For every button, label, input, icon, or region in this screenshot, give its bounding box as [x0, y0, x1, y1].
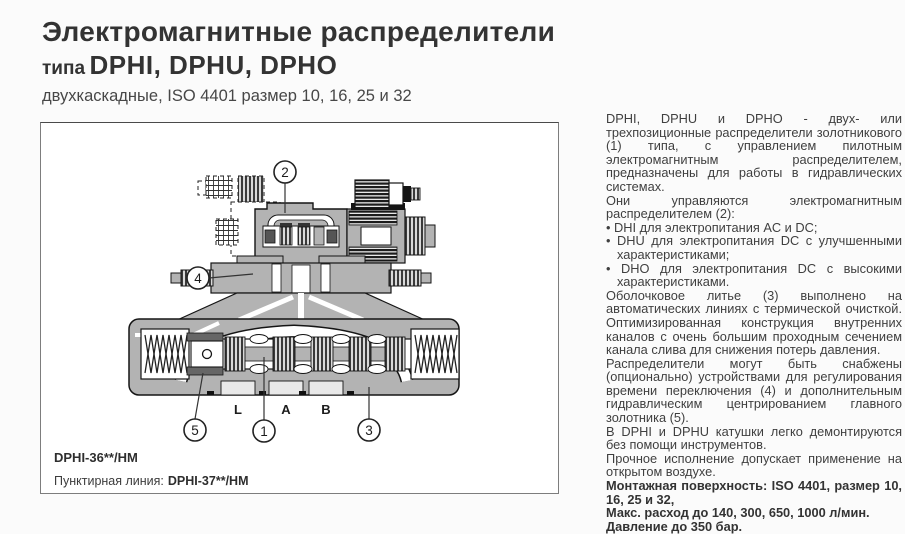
spec-mounting-surface: Монтажная поверхность: ISO 4401, размер …: [606, 478, 902, 507]
main-valve-body: [128, 318, 460, 396]
electrical-connector: [354, 179, 421, 209]
hydraulic-centering-device: [186, 332, 224, 376]
figure-box: L A B 2 4 5 1 3 DPHI-36**/HM Пунктирная …: [40, 122, 559, 494]
callout-4-number: 4: [194, 271, 202, 286]
valve-neck: [174, 292, 428, 323]
list-item: DHU для электропитания DC с улучшенными …: [606, 234, 902, 261]
port-label-a: A: [281, 402, 291, 417]
callouts: 2 4 5 1 3: [183, 160, 381, 443]
callout-5-badge: [183, 418, 207, 442]
callout-3-number: 3: [365, 423, 373, 438]
callout-5-number: 5: [191, 423, 199, 438]
subtitle-prefix: типа: [42, 58, 86, 79]
callout-3-badge: [357, 418, 381, 442]
description-paragraph: Прочное исполнение допускает применение …: [606, 450, 902, 480]
document-header: Электромагнитные распределители типа DPH…: [42, 16, 602, 107]
caption-dashed-value: DPHI-37**/HM: [167, 474, 249, 488]
pilot-types-list: DHI для электропитания AC и DC; DHU для …: [606, 221, 902, 289]
caption-dashed-label: Пунктирная линия:: [54, 474, 164, 488]
list-item: DHO для электропитания DC с высокими хар…: [606, 261, 902, 289]
callout-2-badge: [273, 160, 297, 184]
port-label-l: L: [234, 402, 242, 417]
description-paragraph: Распределители могут быть снабжены (опци…: [606, 355, 902, 426]
mounting-face-ports: [207, 380, 354, 396]
right-spring: [414, 334, 458, 374]
caption-model: DPHI-36**/HM: [54, 450, 138, 465]
spec-max-pressure: Давление до 350 бар.: [606, 518, 743, 534]
solenoid-coil-section: [346, 203, 436, 264]
subtitle-note: двухкаскадные, ISO 4401 размер 10, 16, 2…: [42, 87, 412, 105]
page-subtitle: типа DPHI, DPHU, DPHO: [42, 50, 602, 85]
caption-dashed-line: Пунктирная линия:DPHI-37**/HM: [54, 474, 248, 488]
left-spring: [144, 334, 188, 374]
page-title: Электромагнитные распределители: [42, 16, 556, 47]
description-paragraph: В DPHI и DPHU катушки легко демонтируютс…: [606, 423, 902, 453]
valve-cross-section-diagram: L A B 2 4 5 1 3: [128, 160, 460, 443]
callout-1-number: 1: [260, 424, 268, 439]
port-label-b: B: [321, 402, 330, 417]
list-item: DHI для электропитания AC и DC;: [606, 221, 902, 235]
description-paragraph: Они управляются электромагнитным распред…: [606, 192, 902, 222]
subtitle-models: DPHI, DPHU, DPHO: [89, 50, 338, 80]
pilot-valve-section: [254, 202, 348, 272]
description-paragraph: Оболочковое литье (3) выполнено на автом…: [606, 287, 902, 358]
callout-2-number: 2: [281, 165, 289, 180]
callout-1-badge: [252, 419, 276, 443]
callout-4-badge: [186, 266, 210, 290]
main-spool: [224, 334, 406, 374]
description-paragraph: DPHI, DPHU и DPHO - двух- или трехпозици…: [606, 111, 902, 194]
spec-max-flow: Макс. расход до 140, 300, 650, 1000 л/ми…: [606, 505, 870, 521]
description-column: DPHI, DPHU и DPHO - двух- или трехпозици…: [606, 112, 902, 533]
